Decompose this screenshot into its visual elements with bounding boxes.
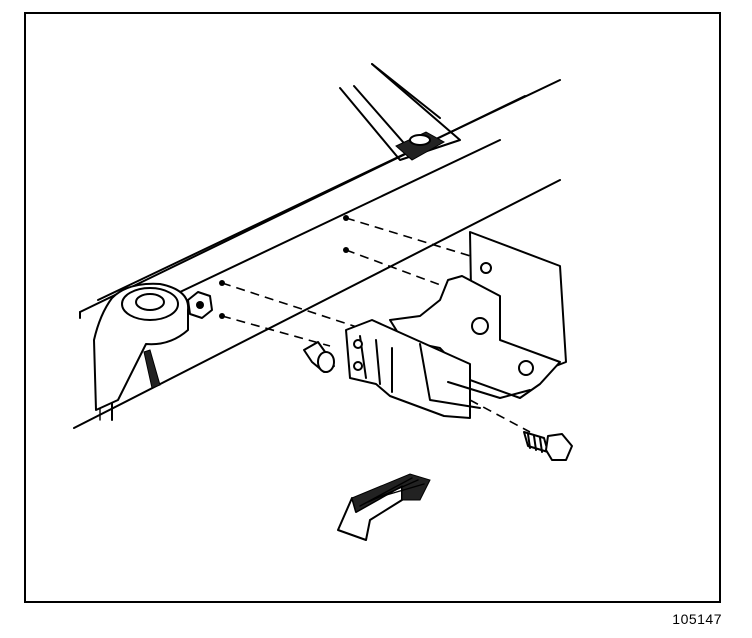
pin-fastener [303,341,335,373]
body-mount-boss [93,282,190,411]
front-direction-arrow [337,473,431,541]
rail-nut [187,291,213,319]
bracket-bolt [523,431,573,461]
upper-cross-member [339,63,461,161]
figure-id-number: 105147 [672,611,722,627]
mounting-bracket [345,231,567,419]
alignment-lines [219,215,531,433]
